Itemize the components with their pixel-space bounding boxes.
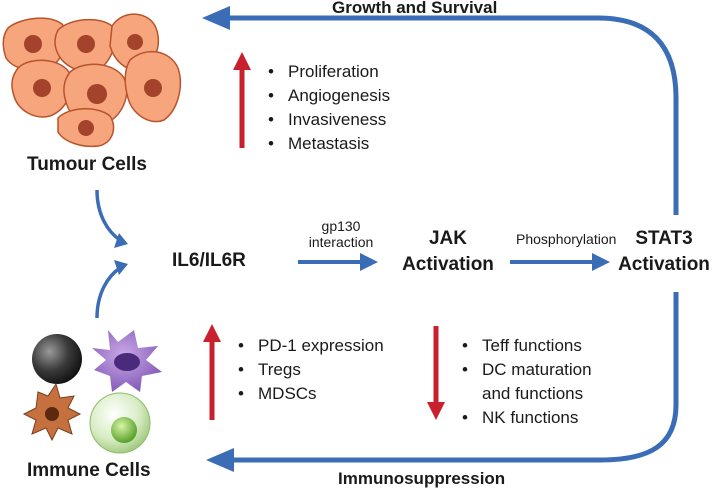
dark-immune-cell <box>32 334 82 384</box>
list-item: Teff functions <box>460 334 592 358</box>
list-item: DC maturation <box>460 358 592 382</box>
immune-cells-icon <box>22 330 162 454</box>
immune-cells-label: Immune Cells <box>27 460 151 481</box>
phosphorylation-label: Phosphorylation <box>516 231 617 247</box>
jak-line1: JAK <box>428 228 467 249</box>
list-item: Invasiveness <box>266 108 390 132</box>
growth-survival-arrow <box>228 15 679 215</box>
list-item: PD-1 expression <box>236 334 384 358</box>
tumour-cells-label: Tumour Cells <box>27 154 147 175</box>
jak-line2: Activation <box>402 254 494 275</box>
gp130-interaction-label: gp130 interaction <box>296 218 386 250</box>
list-item: Proliferation <box>266 60 390 84</box>
tumour-nuclei <box>24 34 162 136</box>
stat3-activation-label: STAT3 Activation <box>606 226 720 278</box>
list-item: Tregs <box>236 358 384 382</box>
stat3-line1: STAT3 <box>635 228 693 249</box>
list-item: NK functions <box>460 406 592 430</box>
converging-arrows <box>95 189 122 319</box>
gp130-line1: gp130 <box>321 218 361 234</box>
immunosuppression-label: Immunosuppression <box>338 469 506 488</box>
immunosuppression-arrow <box>232 292 679 463</box>
il6-il6r-label: IL6/IL6R <box>172 250 246 271</box>
immune-down-list: Teff functions DC maturation and functio… <box>460 334 592 430</box>
red-indicator-arrows <box>203 52 445 420</box>
list-item: MDSCs <box>236 382 384 406</box>
tumour-effects-list: Proliferation Angiogenesis Invasiveness … <box>266 60 390 156</box>
pathway-arrows <box>298 253 610 271</box>
stat3-line2: Activation <box>618 254 710 275</box>
jak-activation-label: JAK Activation <box>388 226 508 278</box>
list-item: Angiogenesis <box>266 84 390 108</box>
growth-survival-label: Growth and Survival <box>332 0 498 17</box>
gp130-line2: interaction <box>308 234 374 250</box>
list-item: Metastasis <box>266 132 390 156</box>
list-item-continuation: and functions <box>482 384 584 403</box>
immune-up-list: PD-1 expression Tregs MDSCs <box>236 334 384 406</box>
